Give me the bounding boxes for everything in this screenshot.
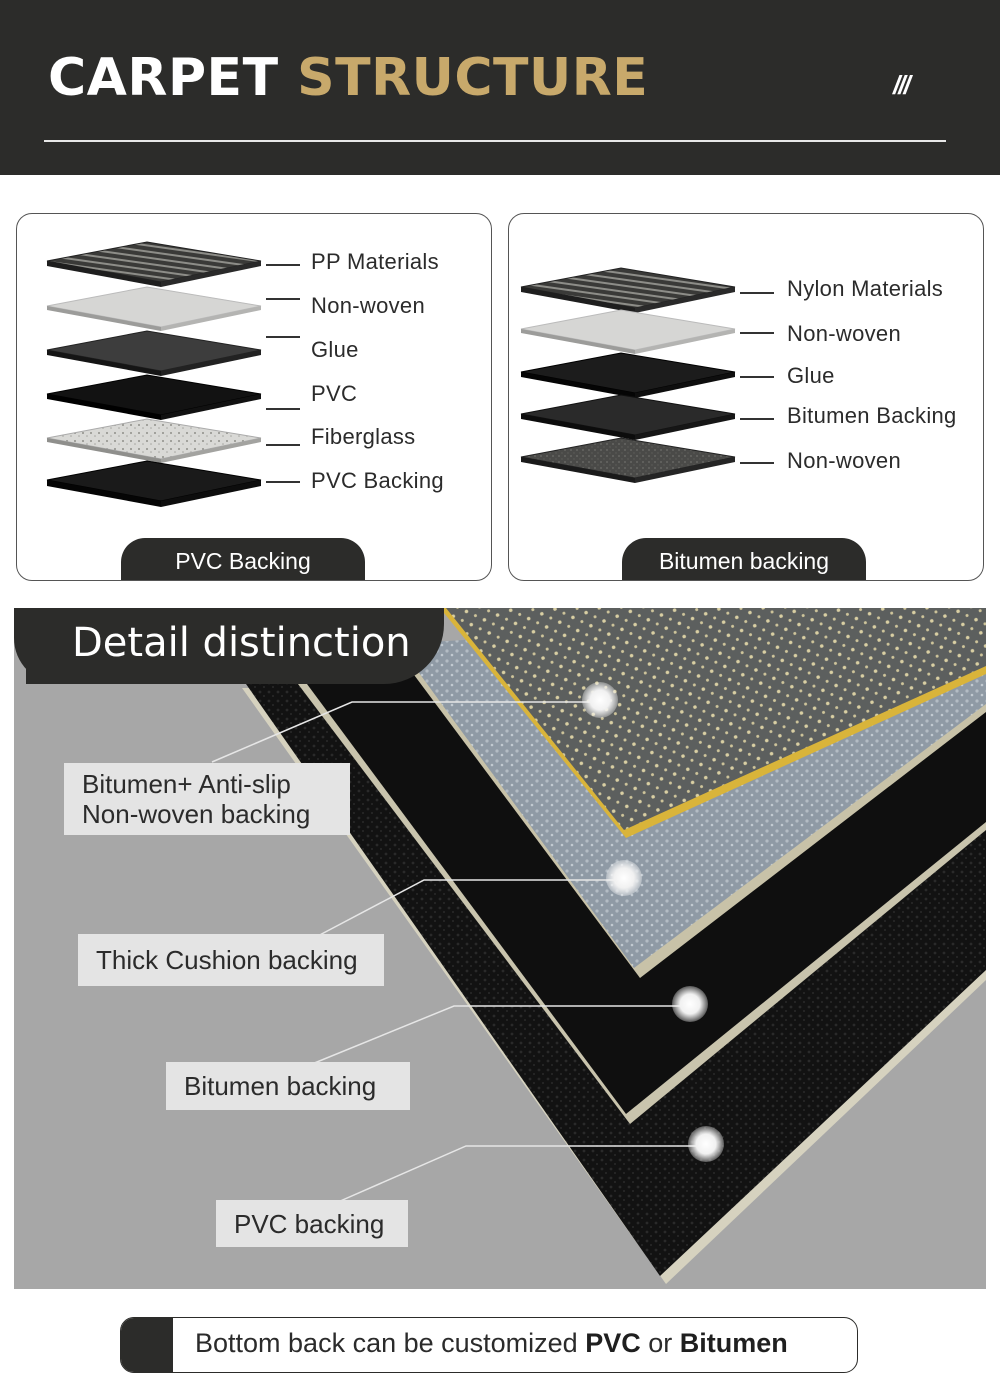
header-banner: CARPET STRUCTURE /// [0,0,1000,175]
pvc-backing-layer-shape [46,460,262,502]
label-line [266,408,300,410]
nonwoven-layer-shape [46,286,262,328]
layer-label-bottom-non-woven: Non-woven [787,448,901,473]
customization-note: Bottom back can be customized PVC or Bit… [120,1317,858,1373]
marker-dot [606,860,642,896]
layer-label-pp-materials: PP Materials [311,249,439,274]
callout-anti-slip-backing: Bitumen+ Anti-slip Non-woven backing [64,763,350,835]
label-line [266,264,300,266]
leader-line [311,1005,690,1065]
pvc-backing-panel: PP Materials Non-woven Glue PVC Fibergla… [16,213,492,581]
leader-line [337,1145,704,1203]
label-line [266,298,300,300]
carpet-layers-photo [211,608,986,1284]
layer-label-bitumen-backing: Bitumen Backing [787,403,957,428]
leader-line [313,879,622,939]
callout-pvc-backing: PVC backing [216,1200,408,1247]
callout-line-2: Non-woven backing [82,799,311,829]
note-option-pvc: PVC [585,1328,641,1358]
layer-label-non-woven: Non-woven [787,321,901,346]
label-line [266,336,300,338]
layer-label-fiberglass: Fiberglass [311,424,416,449]
note-option-bitumen: Bitumen [679,1328,788,1358]
label-line [740,332,774,334]
label-line [740,292,774,294]
bitumen-backing-panel: Nylon Materials Non-woven Glue Bitumen B… [508,213,984,581]
pvc-backing-tab: PVC Backing [121,538,365,580]
detail-title: Detail distinction [72,620,411,666]
pvc-layer-stack-illustration [46,241,262,507]
layer-label-glue: Glue [787,363,835,388]
bitumen-backing-tab: Bitumen backing [622,538,866,580]
layer-label-non-woven: Non-woven [311,293,425,318]
bottom-nonwoven-layer-shape [520,437,736,479]
bitumen-layer-stack-illustration [520,267,736,483]
detail-distinction-section: Detail distinction Bitumen+ Anti-slip No… [14,608,986,1289]
nonwoven-layer-shape [520,309,736,351]
note-text-or: or [648,1328,673,1358]
note-text: Bottom back can be customized PVC or Bit… [195,1328,788,1359]
slashes-decoration: /// [893,70,911,100]
note-accent-block [121,1318,173,1372]
glue-layer-shape [46,330,262,372]
title-part-carpet: CARPET [48,48,279,108]
nylon-layer-shape [520,267,736,309]
marker-dot [672,986,708,1022]
layer-label-pvc: PVC [311,381,358,406]
callout-thick-cushion-backing: Thick Cushion backing [78,934,384,986]
pp-layer-shape [46,241,262,283]
marker-dot [582,682,618,718]
callout-bitumen-backing: Bitumen backing [166,1062,410,1110]
fiberglass-layer-shape [46,418,262,460]
pvc-layer-shape [46,374,262,416]
callout-line-1: Bitumen+ Anti-slip [82,769,291,799]
title-part-structure: STRUCTURE [297,48,649,108]
label-line [266,444,300,446]
note-text-start: Bottom back can be customized [195,1328,578,1358]
bitumen-layer-shape [520,394,736,436]
leader-line [211,701,600,763]
layer-label-pvc-backing: PVC Backing [311,468,444,493]
label-line [740,376,774,378]
header-divider [44,140,946,142]
layer-label-nylon-materials: Nylon Materials [787,276,944,301]
marker-dot [688,1126,724,1162]
label-line [740,462,774,464]
page-title: CARPET STRUCTURE [48,48,648,108]
label-line [740,418,774,420]
glue-layer-shape [520,352,736,394]
label-line [266,481,300,483]
layer-label-glue: Glue [311,337,359,362]
anti-slip-layer-shape [446,608,986,830]
